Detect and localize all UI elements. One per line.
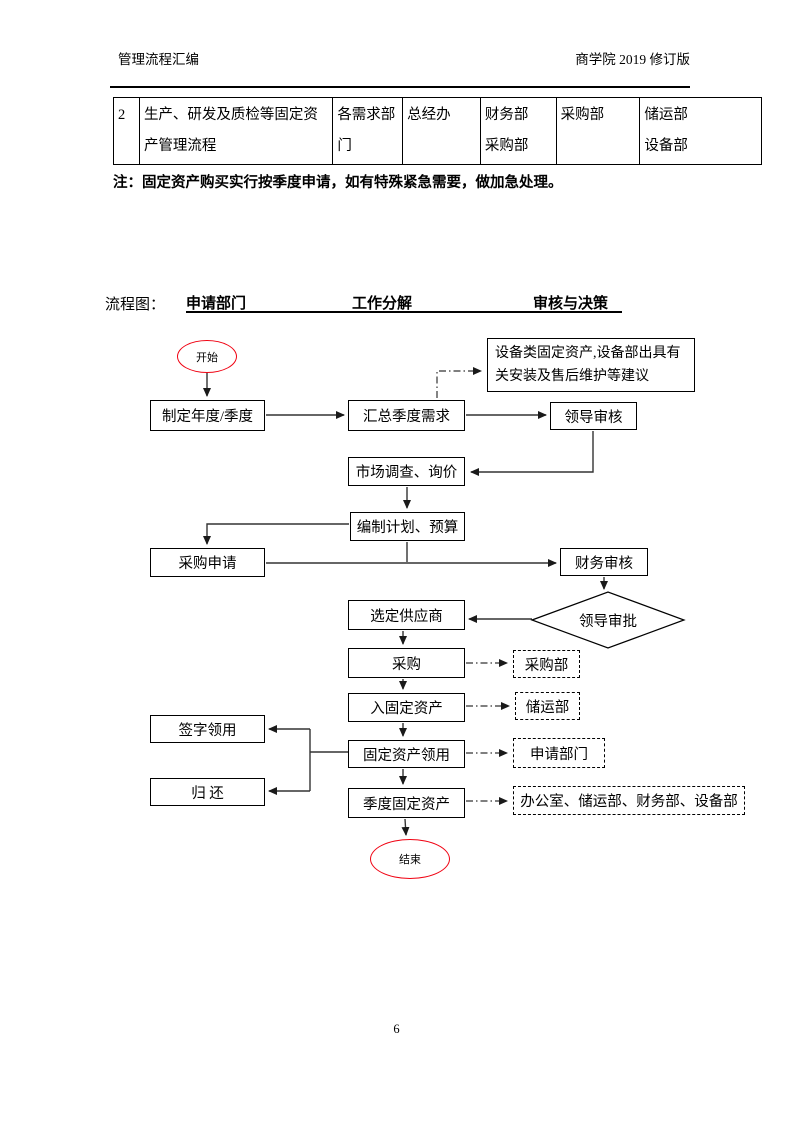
process-table: 2 生产、研发及质检等固定资产管理流程 各需求部门 总经办 财务部 采购部 采购… <box>113 97 762 165</box>
node-prepare-plan-budget: 编制计划、预算 <box>350 512 465 541</box>
node-register-fixed-asset: 入固定资产 <box>348 693 465 722</box>
flow-column-requesting-dept: 申请部门 <box>186 296 247 312</box>
flow-arrow <box>203 523 349 545</box>
table-cell-storage-equipment: 储运部 设备部 <box>639 98 761 164</box>
node-summarize-quarterly-demand: 汇总季度需求 <box>348 400 465 431</box>
table-cell-process-name: 生产、研发及质检等固定资产管理流程 <box>138 98 332 164</box>
start-terminator: 开始 <box>177 340 237 373</box>
table-cell-row-number: 2 <box>118 107 126 123</box>
flow-solid-connectors <box>203 373 608 836</box>
flow-arrow <box>401 818 410 836</box>
flow-column-work-breakdown: 工作分解 <box>352 296 413 312</box>
decision-leader-approval: 领导审批 <box>579 613 637 630</box>
node-sign-for-use: 签字领用 <box>150 715 265 743</box>
dept-box-storage: 储运部 <box>515 692 580 720</box>
flow-dash-arrow <box>436 367 482 398</box>
node-make-annual-quarterly-plan: 制定年度/季度 <box>150 400 265 431</box>
node-select-supplier: 选定供应商 <box>348 600 465 630</box>
decision-diamond-shape <box>530 591 686 649</box>
node-market-survey-inquiry: 市场调查、询价 <box>348 457 465 486</box>
node-purchase: 采购 <box>348 648 465 678</box>
node-return: 归 还 <box>150 778 265 806</box>
table-cell-purchasing: 采购部 <box>555 98 640 164</box>
node-finance-review: 财务审核 <box>560 548 648 576</box>
flow-header-underline <box>186 311 622 313</box>
header-rule <box>110 86 690 88</box>
header-left-title: 管理流程汇编 <box>118 52 199 67</box>
dept-box-multi-departments: 办公室、储运部、财务部、设备部 <box>513 786 745 815</box>
table-cell-finance-purchasing: 财务部 采购部 <box>479 98 556 164</box>
header-right-title: 商学院 2019 修订版 <box>575 52 690 67</box>
note-text: 注：固定资产购买实行按季度申请，如有特殊紧急需要，做加急处理。 <box>113 175 563 191</box>
table-cell-requesting-depts: 各需求部门 <box>332 98 402 164</box>
flow-dashdot-connectors <box>436 367 510 805</box>
dept-box-requesting: 申请部门 <box>513 738 605 768</box>
node-equipment-advice: 设备类固定资产,设备部出具有关安装及售后维护等建议 <box>487 338 695 392</box>
end-terminator: 结束 <box>370 839 450 879</box>
flowchart-label: 流程图： <box>105 297 166 313</box>
flow-column-review-decision: 审核与决策 <box>533 296 609 312</box>
node-quarterly-fixed-asset: 季度固定资产 <box>348 788 465 818</box>
node-fixed-asset-use: 固定资产领用 <box>348 740 465 768</box>
dept-box-purchasing: 采购部 <box>513 650 580 678</box>
flow-arrow <box>470 431 594 476</box>
node-purchase-request: 采购申请 <box>150 548 265 577</box>
table-cell-gm-office: 总经办 <box>402 98 480 164</box>
node-leader-review: 领导审核 <box>550 402 637 430</box>
page-number: 6 <box>393 1022 400 1036</box>
